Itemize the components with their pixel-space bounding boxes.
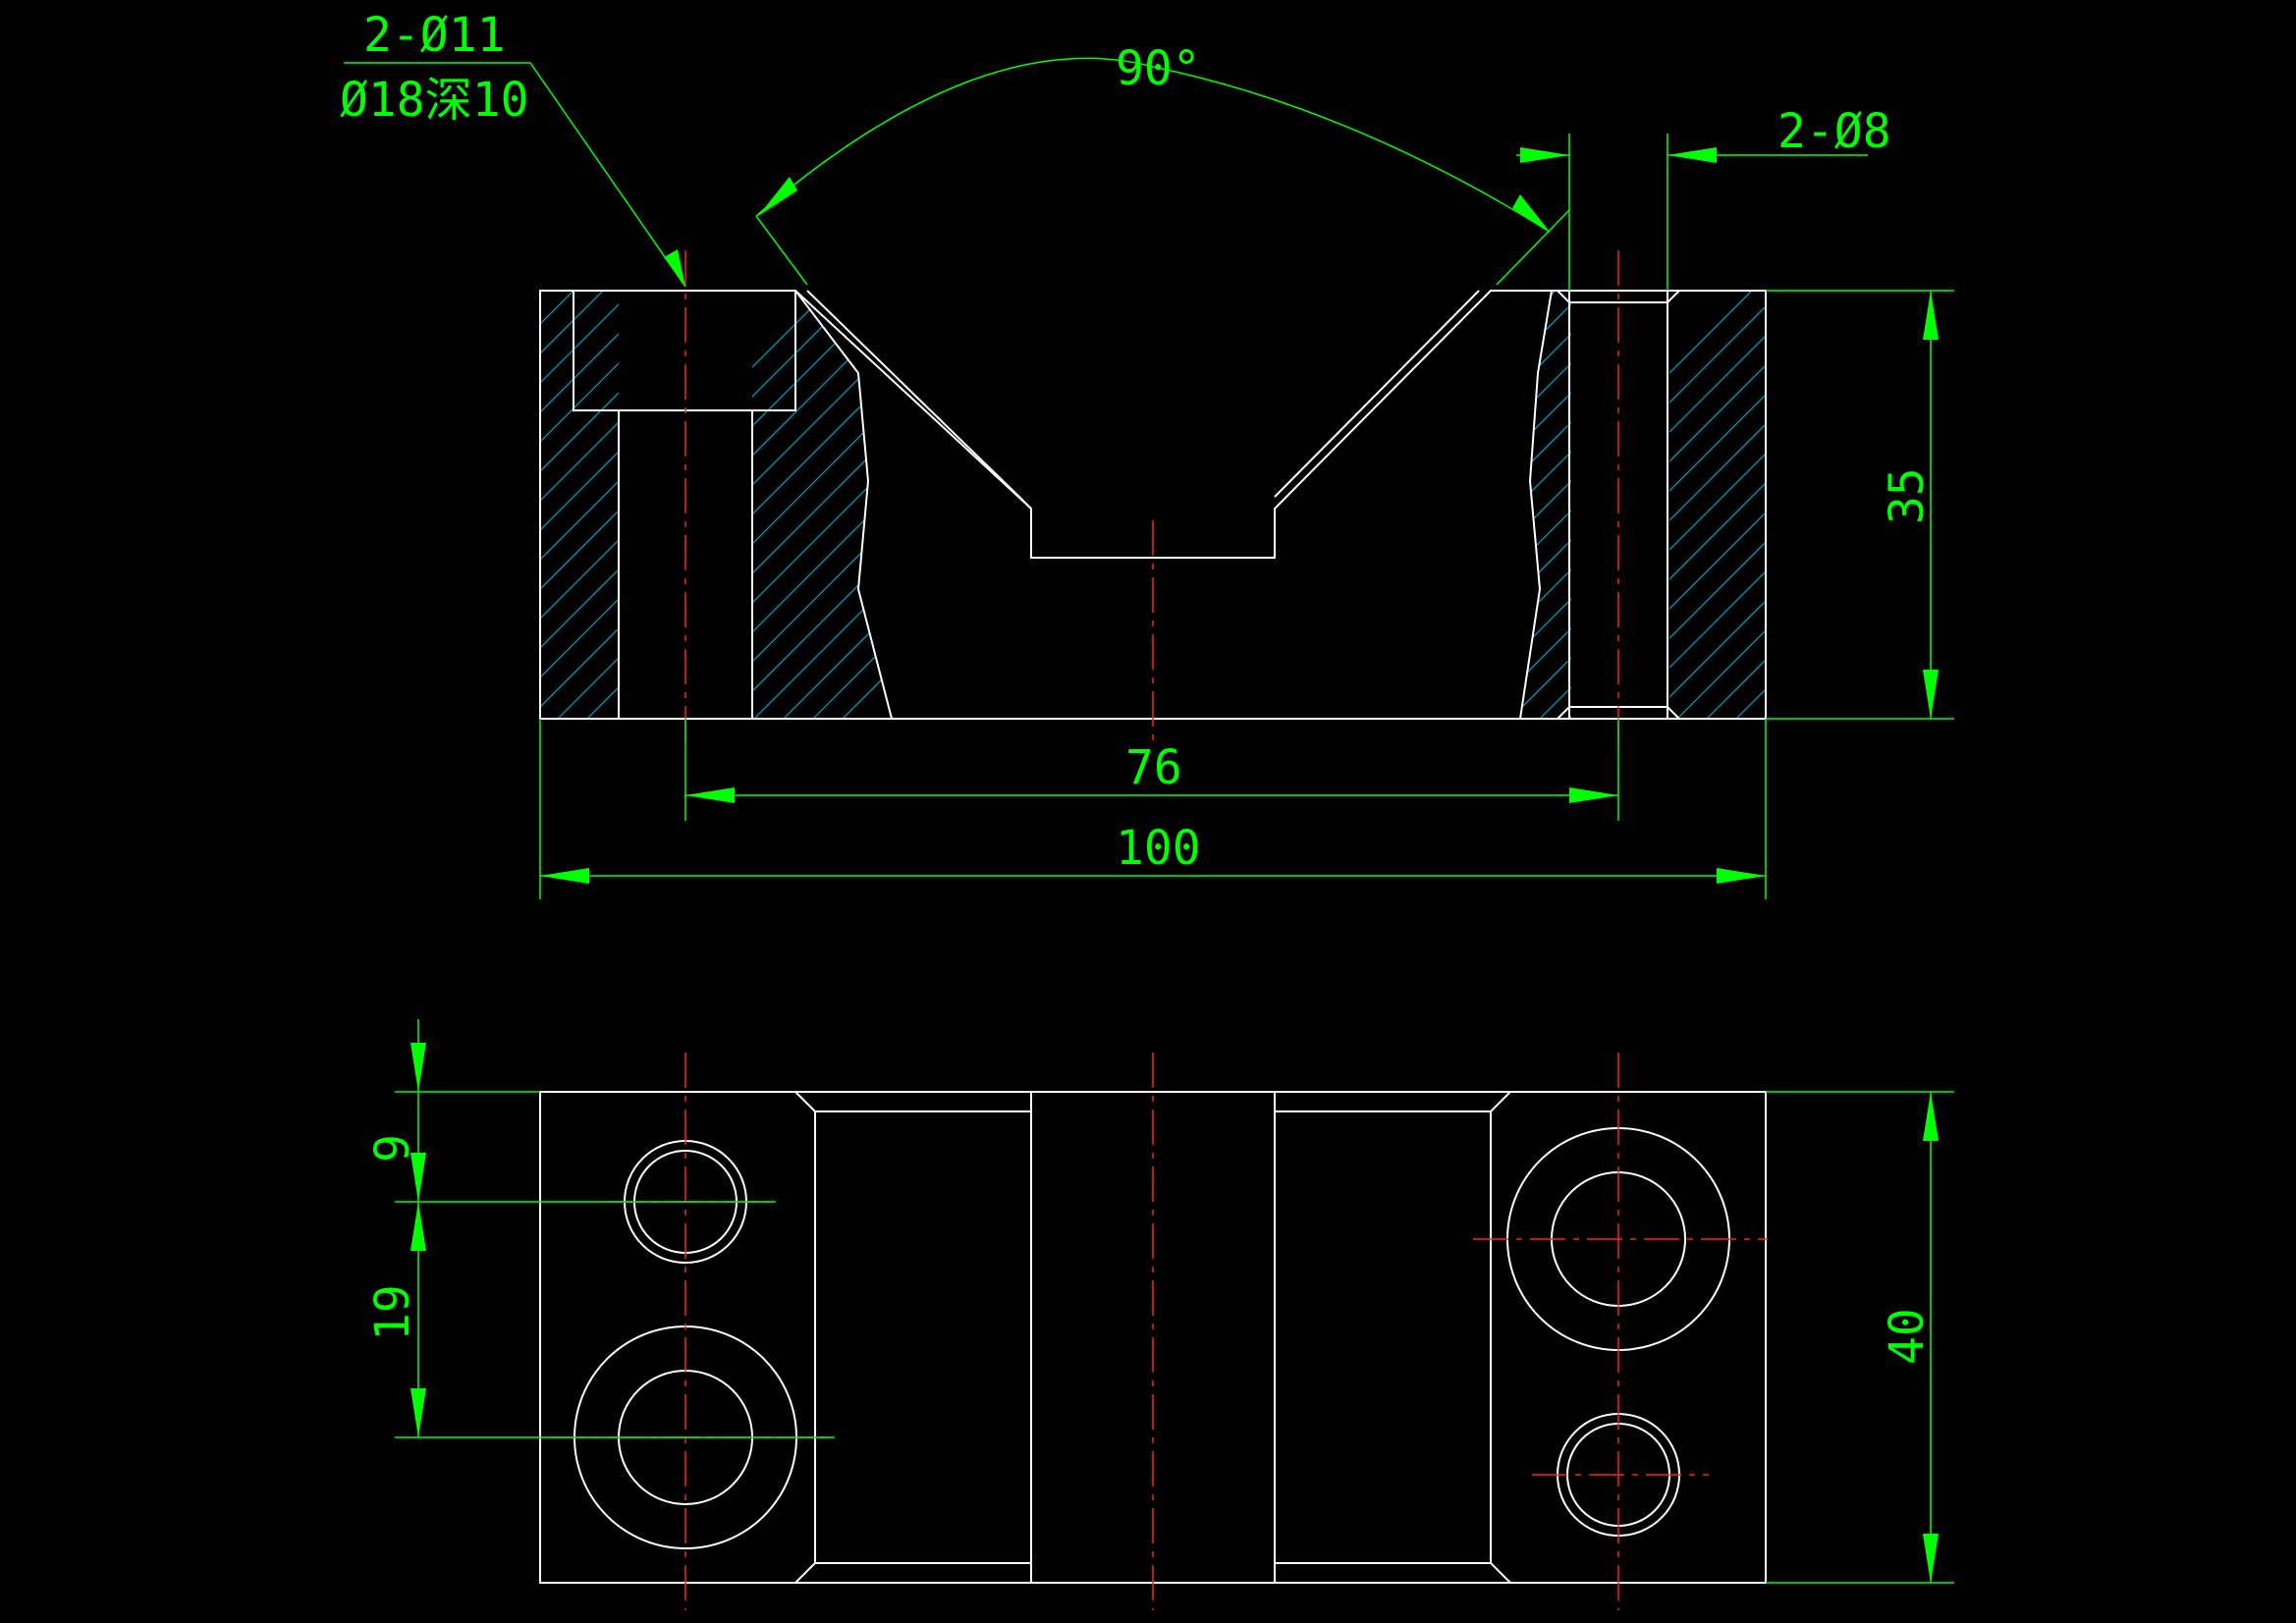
dim-angle: 90° xyxy=(755,41,1570,286)
label-length: 100 xyxy=(1116,821,1201,876)
dim-width: 40 xyxy=(1766,1091,1954,1584)
dim-offsets: 9 19 xyxy=(365,1019,835,1438)
label-angle: 90° xyxy=(1116,41,1201,96)
label-hole-offset: 19 xyxy=(365,1284,420,1341)
front-centerlines xyxy=(684,250,1619,746)
dim-length: 100 xyxy=(539,719,1767,899)
dim-hole-leader: 2-Ø11 Ø18深10 xyxy=(340,8,686,288)
label-hole-spacing: 76 xyxy=(1125,740,1182,795)
dimensions: 2-Ø11 Ø18深10 90° 2-Ø8 xyxy=(340,8,1954,1584)
dim-hole-spacing: 76 xyxy=(684,719,1619,821)
top-view xyxy=(539,1053,1768,1610)
label-width: 40 xyxy=(1880,1308,1935,1365)
label-edge-offset: 9 xyxy=(365,1134,420,1163)
label-counterbore: Ø18深10 xyxy=(340,73,529,128)
dim-height: 35 xyxy=(1766,290,1954,720)
label-hole-count: 2-Ø11 xyxy=(363,8,506,63)
label-pin-holes: 2-Ø8 xyxy=(1777,104,1891,159)
label-height: 35 xyxy=(1880,467,1935,524)
dim-pin-holes: 2-Ø8 xyxy=(1516,104,1891,291)
front-outline xyxy=(539,290,1767,720)
